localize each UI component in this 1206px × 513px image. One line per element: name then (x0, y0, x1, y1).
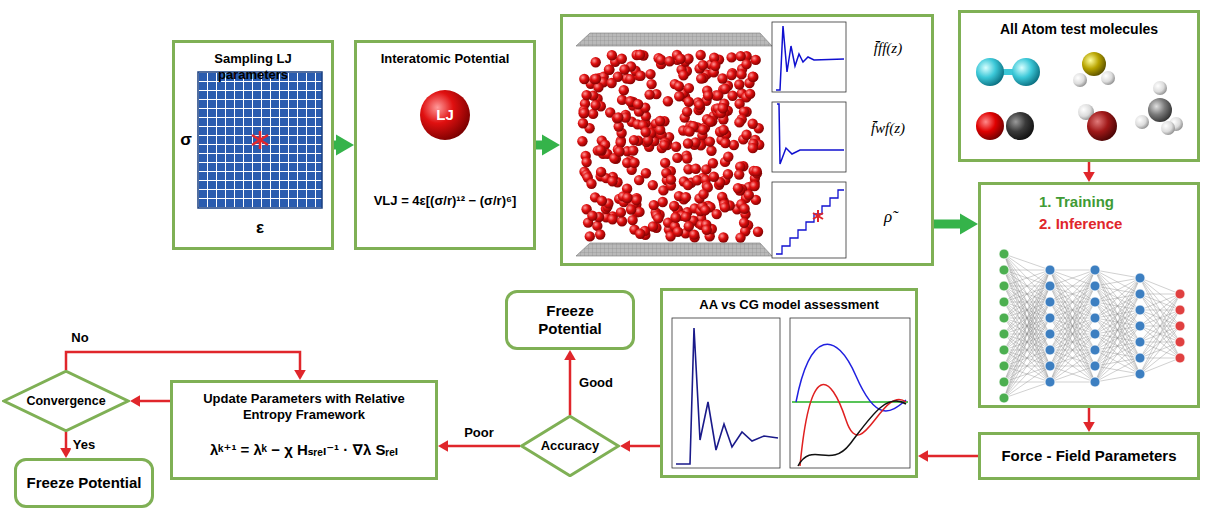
plot-label: f̄wf(z) (871, 119, 905, 137)
profile-plots (772, 22, 846, 258)
sample-marker (252, 131, 268, 149)
parameter-grid (198, 72, 322, 208)
edge-label: Yes (71, 438, 97, 453)
node-title: Interatomic Potential (357, 51, 533, 67)
decision-diamond: Accuracy (520, 415, 620, 477)
flow-arrow (130, 395, 170, 407)
node-text: 2. Inference (1033, 215, 1197, 233)
assessment-plots (672, 318, 910, 468)
update-box: Update Parameters with Relative Entropy … (170, 380, 438, 480)
parameters-box: Force - Field Parameters (978, 432, 1200, 480)
node-title: Freeze Potential (516, 302, 624, 338)
flow-arrow (620, 440, 660, 452)
wall-bottom (576, 243, 772, 256)
node-title: AA vs CG model assessment (663, 297, 915, 313)
flow-arrow (564, 350, 576, 415)
particle-cloud (577, 50, 764, 243)
terminal-box: Freeze Potential (14, 458, 154, 508)
decision-diamond: Convergence (2, 370, 130, 432)
axis-label: ε (256, 219, 264, 238)
node-title: Sampling LJ parameters (175, 51, 331, 82)
flow-arrow (334, 135, 354, 156)
flow-arrow (934, 214, 978, 235)
density-steps (776, 190, 844, 254)
node-title: Freeze Potential (26, 474, 141, 492)
edge-label: Good (577, 376, 615, 391)
potential-formula: VLJ = 4ε[(σ/r)¹² − (σ/r)⁶] (357, 193, 533, 209)
flow-arrow (66, 352, 306, 380)
potential-box: Interatomic PotentialVLJ = 4ε[(σ/r)¹² − … (354, 40, 536, 250)
node-title: Force - Field Parameters (1001, 447, 1176, 465)
plot-label: ρ̃ (884, 207, 892, 227)
wall-top (576, 33, 772, 46)
terminal-box: Freeze Potential (505, 290, 635, 350)
update-formula: λᵏ⁺¹ = λᵏ − χ Hₛᵣₑₗ⁻¹ · ∇λ Sᵣₑₗ (173, 441, 435, 459)
node-title: Update Parameters with Relative Entropy … (173, 391, 435, 422)
edge-label: No (69, 331, 90, 346)
assessment-box: AA vs CG model assessment (660, 288, 918, 478)
wf-curve (777, 104, 844, 164)
node-title: All Atom test molecules (961, 21, 1197, 38)
flow-arrow (1083, 162, 1095, 182)
bead-label: LJ (436, 107, 454, 124)
edge-label: Poor (462, 426, 496, 441)
flow-arrow (1083, 408, 1095, 432)
node-title: Accuracy (541, 438, 600, 454)
flow-arrow (536, 135, 560, 156)
sampling-box: Sampling LJ parameters (172, 40, 334, 250)
neural-network (999, 249, 1185, 403)
node-title: 1. Training (1033, 193, 1197, 211)
node-title: Convergence (26, 394, 105, 409)
ff-curve (776, 26, 844, 90)
lj-bead (420, 90, 470, 140)
molecules (976, 52, 1183, 141)
simulation-box: f̄ff(z) f̄wf(z) ρ̃ (560, 14, 934, 266)
axis-label: σ (180, 131, 192, 150)
molecules-box: All Atom test molecules (958, 10, 1200, 162)
density-marker (813, 210, 823, 222)
ml-box: 1. Training 2. Inference (978, 182, 1200, 408)
flow-arrow (438, 440, 520, 452)
plot-label: f̄ff(z) (874, 39, 902, 57)
flow-arrow (918, 450, 978, 462)
